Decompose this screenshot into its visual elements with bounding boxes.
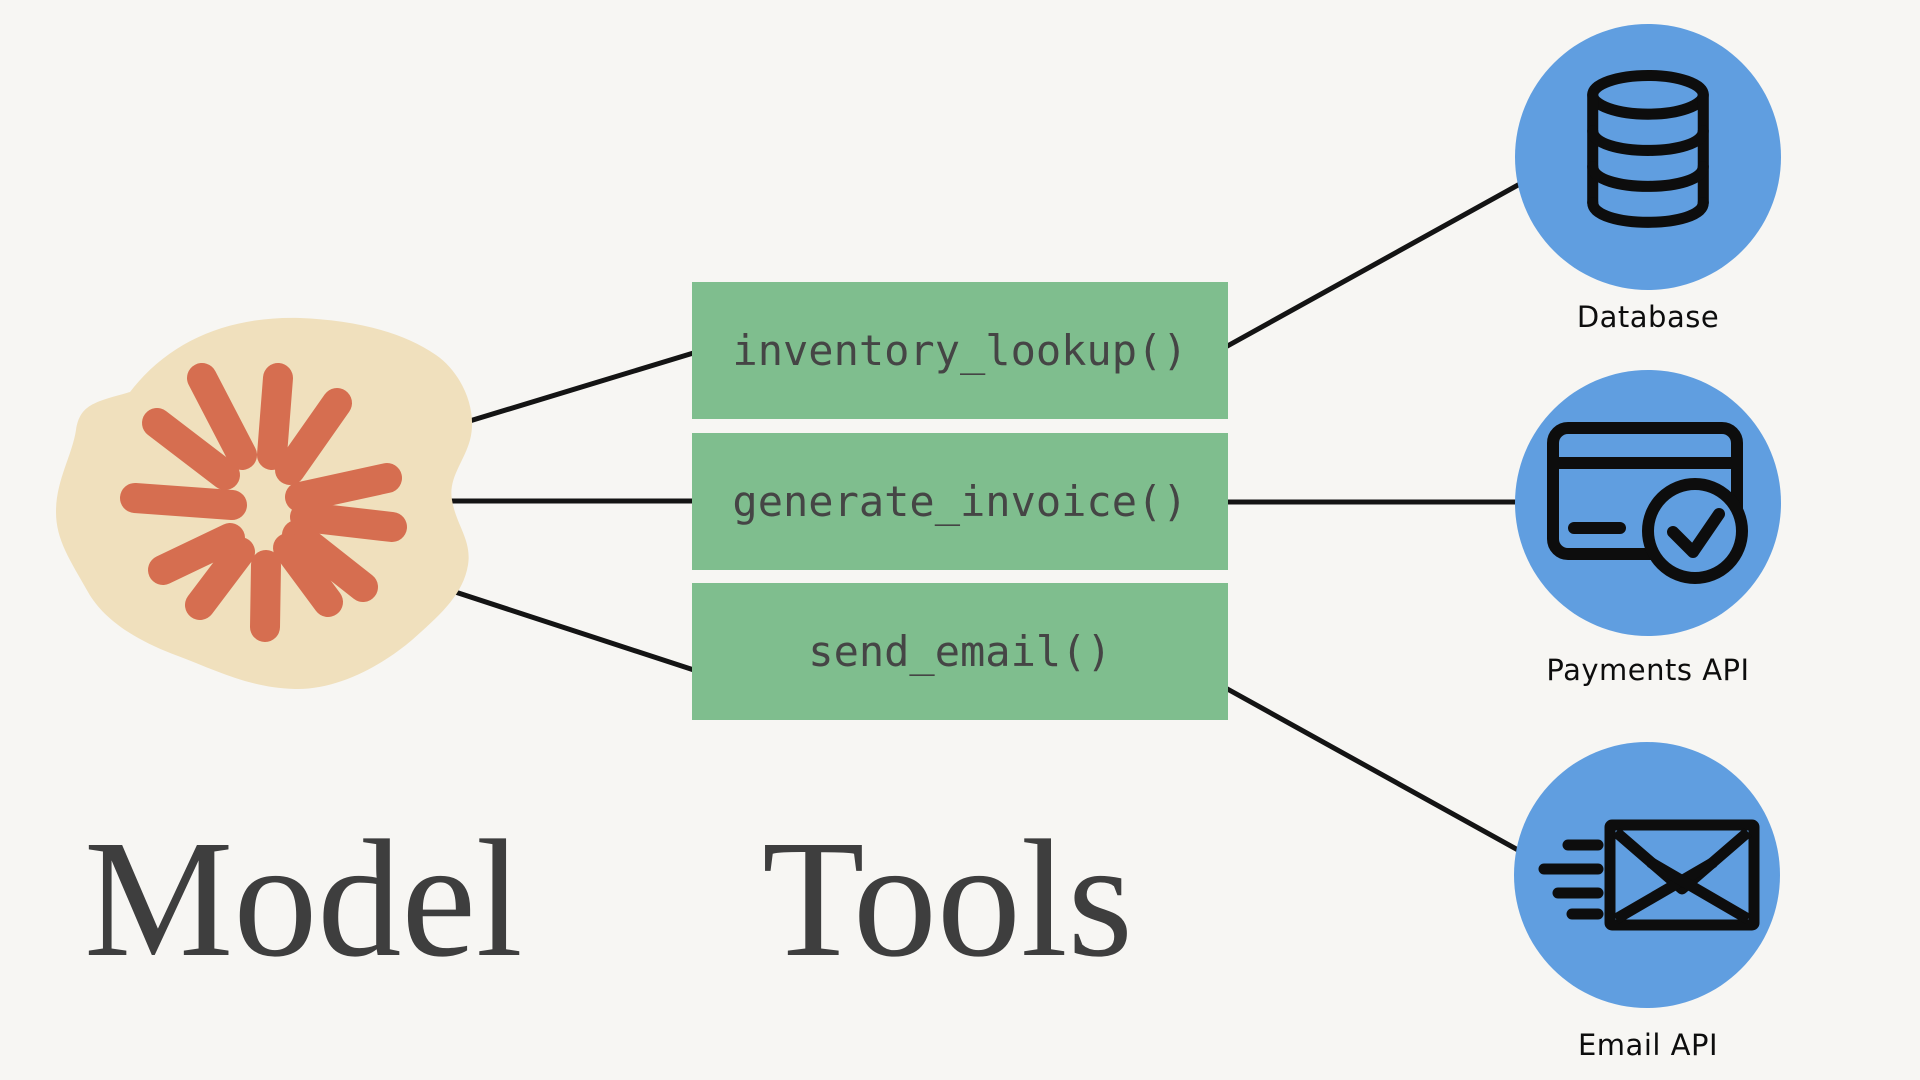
credit-card-check-icon [1547,422,1748,584]
tool-function-name: generate_invoice() [732,477,1188,526]
database-circle [1515,24,1781,290]
email-api-label: Email API [1577,1028,1719,1062]
connector-lines [437,167,1548,868]
model-starburst-icon [120,363,407,642]
starburst-ray [250,550,281,642]
starburst-ray [187,363,257,470]
model-heading: Model [84,806,523,992]
database-icon [1587,69,1709,228]
starburst-ray [282,520,378,602]
database-label: Database [1576,300,1720,334]
email-send-icon [1538,819,1760,931]
starburst-ray [285,463,402,512]
tool-function-name: send_email() [808,627,1112,676]
starburst-ray [185,537,255,620]
tool-function-name: inventory_lookup() [732,326,1188,375]
connector-model-inventory [437,348,703,433]
connector-inventory-database [1219,167,1548,352]
starburst-ray [148,523,245,585]
tool-box-generate-invoice: generate_invoice() [692,433,1228,570]
email-api-circle [1514,742,1780,1008]
payments-api-circle [1515,370,1781,636]
starburst-ray [275,388,352,485]
starburst-ray [257,363,293,470]
starburst-ray [142,408,240,490]
tools-heading: Tools [762,806,1133,992]
tool-box-send-email: send_email() [692,583,1228,720]
starburst-ray [273,533,343,617]
payments-api-label: Payments API [1546,653,1750,687]
speed-lines [1538,839,1604,920]
connector-model-email [437,584,703,675]
starburst-ray [290,502,407,542]
tool-box-inventory-lookup: inventory_lookup() [692,282,1228,419]
starburst-ray [120,483,247,520]
connector-email-emailapi [1219,683,1548,868]
